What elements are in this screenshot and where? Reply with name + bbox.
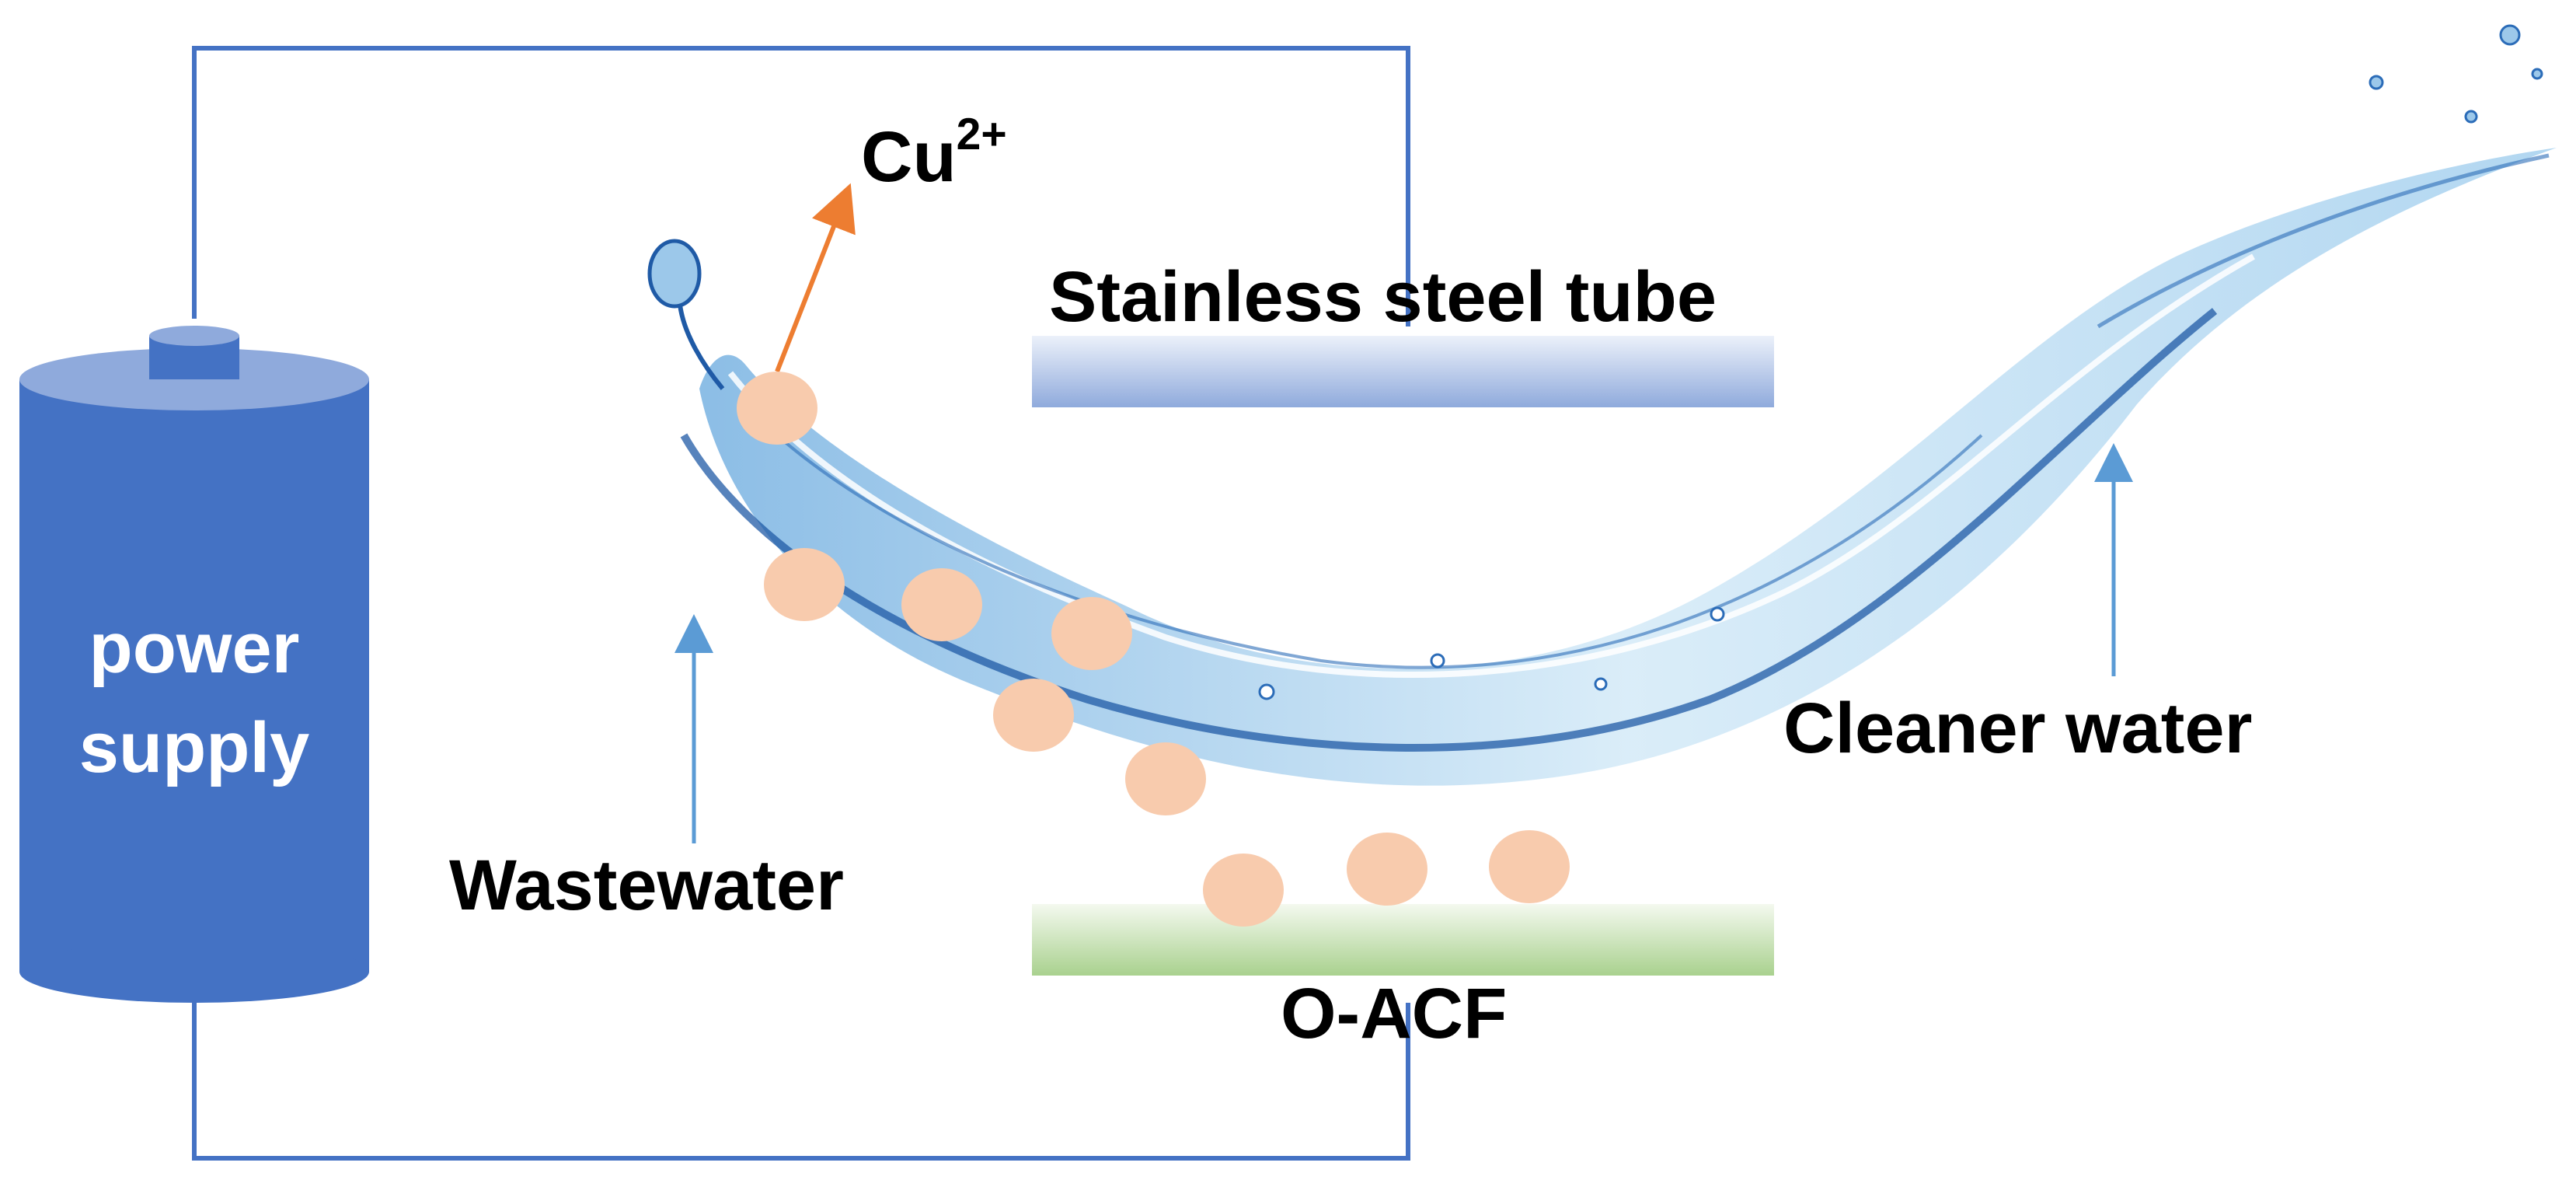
power-supply-label-line2: supply: [19, 698, 369, 798]
copper-ion: [1347, 833, 1427, 906]
copper-ion: [1489, 830, 1570, 903]
power-supply-label: power supply: [19, 599, 369, 798]
copper-ion: [1125, 742, 1206, 815]
cleaner-water-label: Cleaner water: [1783, 688, 2252, 770]
copper-ion: [1051, 597, 1132, 670]
cu-release-arrow: [777, 201, 844, 372]
copper-ion: [1203, 854, 1284, 927]
circuit-wire-bottom: [194, 956, 1408, 1158]
stainless-steel-tube: [1032, 336, 1774, 407]
copper-ion: [993, 679, 1074, 752]
cu-ion-label-charge: 2+: [957, 110, 1007, 159]
wastewater-label: Wastewater: [449, 845, 844, 927]
cu-ion-label-base: Cu: [861, 117, 957, 197]
copper-ion: [764, 548, 845, 621]
oacf-label: O-ACF: [1281, 973, 1507, 1055]
copper-ion: [737, 372, 817, 445]
cu-ion-label: Cu2+: [861, 117, 1007, 198]
oacf-electrode: [1032, 904, 1774, 976]
power-supply-label-line1: power: [19, 599, 369, 698]
copper-ion: [901, 568, 982, 641]
stainless-steel-tube-label: Stainless steel tube: [1049, 257, 1717, 338]
